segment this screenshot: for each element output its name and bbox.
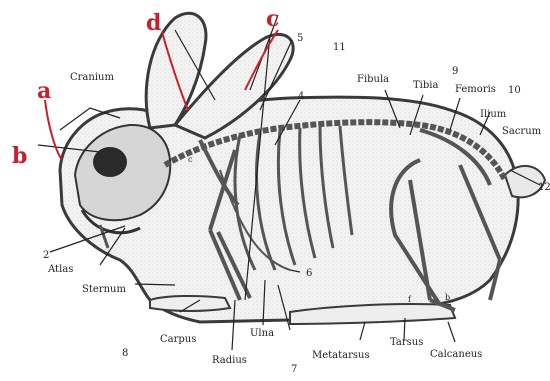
label-number-10: 10 bbox=[508, 85, 521, 96]
label-carpus: Carpus bbox=[160, 334, 196, 345]
label-sternum: Sternum bbox=[82, 284, 126, 295]
label-radius: Radius bbox=[212, 355, 247, 366]
label-ilium: Ilium bbox=[480, 109, 507, 120]
rabbit-forefoot bbox=[150, 296, 230, 311]
label-a: a bbox=[37, 78, 51, 104]
label-number-2: 2 bbox=[43, 250, 49, 261]
label-tarsus: Tarsus bbox=[390, 337, 423, 348]
label-number-8: 8 bbox=[122, 348, 128, 359]
label-metatarsus: Metatarsus bbox=[312, 350, 370, 361]
label-cranium: Cranium bbox=[70, 72, 114, 83]
label-atlas: Atlas bbox=[47, 264, 73, 275]
label-ulna: Ulna bbox=[250, 328, 274, 339]
label-number-4: 4 bbox=[298, 91, 304, 102]
label-number-6: 6 bbox=[306, 268, 312, 279]
label-femoris: Femoris bbox=[455, 84, 496, 95]
label-d: d bbox=[146, 10, 161, 36]
label-number-7: 7 bbox=[291, 364, 297, 375]
label-small-c: c bbox=[188, 155, 193, 164]
label-number-12: 12 bbox=[538, 182, 550, 193]
label-calcaneus: Calcaneus bbox=[430, 349, 482, 360]
label-number-11: 11 bbox=[333, 42, 346, 53]
label-tibia: Tibia bbox=[413, 80, 438, 91]
label-c: c bbox=[266, 6, 279, 32]
label-b: b bbox=[12, 143, 27, 169]
label-small-b: b bbox=[445, 293, 450, 302]
label-number-5: 5 bbox=[297, 33, 303, 44]
label-number-9: 9 bbox=[452, 66, 458, 77]
label-sacrum: Sacrum bbox=[502, 126, 542, 137]
label-fibula: Fibula bbox=[357, 74, 389, 85]
